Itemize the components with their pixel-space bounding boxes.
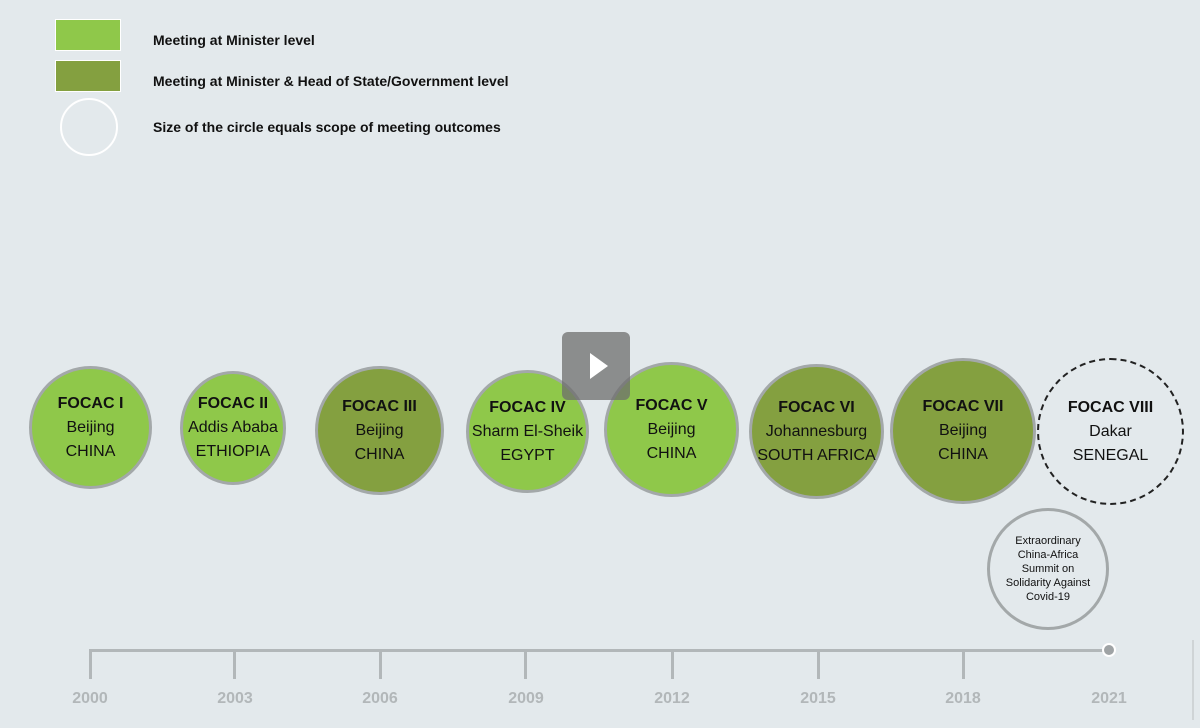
year-label: 2006 — [362, 690, 398, 707]
extraordinary-summit-circle: Extraordinary China-Africa Summit on Sol… — [987, 508, 1109, 630]
legend-label-minister: Meeting at Minister level — [153, 32, 315, 48]
meeting-city: Dakar — [1089, 422, 1132, 440]
meeting-city: Beijing — [938, 422, 988, 439]
timeline-tick — [671, 649, 674, 679]
edge-divider — [1192, 640, 1194, 720]
meeting-focac-6: FOCAC VI Johannesburg SOUTH AFRICA — [749, 364, 884, 499]
year-label: 2009 — [508, 690, 544, 707]
play-button[interactable] — [562, 332, 630, 400]
extraordinary-summit-text: Extraordinary China-Africa Summit on Sol… — [1005, 535, 1091, 603]
timeline-tick — [817, 649, 820, 679]
meeting-name: FOCAC II — [197, 395, 269, 412]
meeting-name: FOCAC VIII — [1067, 398, 1154, 416]
meeting-focac-2: FOCAC II Addis Ababa ETHIOPIA — [180, 371, 286, 485]
legend-circle-size — [60, 98, 118, 156]
meeting-city: Johannesburg — [765, 422, 868, 440]
meeting-name: FOCAC VII — [922, 398, 1004, 415]
meeting-focac-8: FOCAC VIII Dakar SENEGAL — [1037, 358, 1184, 505]
timeline-axis — [90, 649, 1110, 652]
meeting-country: CHINA — [646, 444, 697, 462]
meeting-name: FOCAC V — [635, 396, 708, 414]
meeting-country: SENEGAL — [1072, 446, 1149, 464]
meeting-name: FOCAC III — [342, 397, 417, 415]
legend-swatch-head-of-state — [55, 60, 121, 92]
year-label: 2021 — [1091, 690, 1127, 707]
meeting-name: FOCAC I — [57, 394, 124, 412]
meeting-country: CHINA — [354, 445, 405, 463]
meeting-country: SOUTH AFRICA — [757, 446, 876, 464]
meeting-focac-5: FOCAC V Beijing CHINA — [604, 362, 739, 497]
legend-label-head-of-state: Meeting at Minister & Head of State/Gove… — [153, 73, 509, 89]
year-label: 2000 — [72, 690, 108, 707]
timeline-tick — [89, 649, 92, 679]
play-icon — [589, 353, 608, 379]
timeline-end-dot — [1102, 643, 1116, 657]
meeting-city: Beijing — [66, 418, 115, 436]
timeline-tick — [379, 649, 382, 679]
meeting-city: Sharm El-Sheik — [471, 422, 584, 440]
meeting-focac-1: FOCAC I Beijing CHINA — [29, 366, 152, 489]
meeting-city: Addis Ababa — [188, 419, 278, 436]
legend-swatch-minister — [55, 19, 121, 51]
legend-label-size: Size of the circle equals scope of meeti… — [153, 119, 501, 135]
meeting-country: CHINA — [65, 442, 116, 460]
meeting-focac-3: FOCAC III Beijing CHINA — [315, 366, 444, 495]
meeting-country: ETHIOPIA — [195, 443, 271, 460]
meeting-country: EGYPT — [500, 446, 555, 464]
meeting-focac-7: FOCAC VII Beijing CHINA — [890, 358, 1036, 504]
year-label: 2003 — [217, 690, 253, 707]
timeline-tick — [233, 649, 236, 679]
meeting-city: Beijing — [355, 421, 404, 439]
year-label: 2015 — [800, 690, 836, 707]
year-label: 2018 — [945, 690, 981, 707]
year-label: 2012 — [654, 690, 690, 707]
timeline-tick — [524, 649, 527, 679]
meeting-name: FOCAC VI — [778, 398, 855, 416]
meeting-city: Beijing — [647, 420, 696, 438]
meeting-name: FOCAC IV — [489, 398, 566, 416]
meeting-country: CHINA — [938, 446, 988, 463]
timeline-tick — [962, 649, 965, 679]
